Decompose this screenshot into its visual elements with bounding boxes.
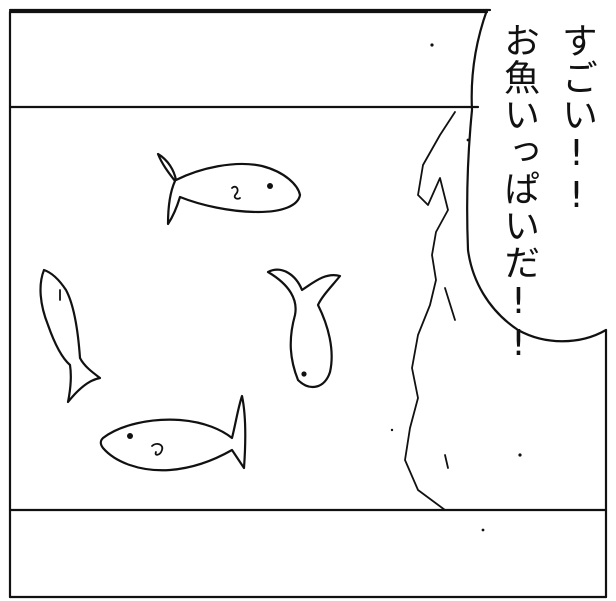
speech-text-line-2: お魚いっぱいだ!!	[498, 22, 539, 365]
speck	[518, 453, 522, 457]
fish-icon	[266, 268, 342, 389]
speck	[481, 528, 485, 532]
fish-icon	[156, 152, 302, 226]
fish-icon	[39, 268, 102, 404]
speck	[466, 138, 470, 142]
rock-speck	[444, 454, 449, 469]
speck	[390, 428, 394, 432]
speech-text-line-1: すごい!!	[556, 22, 597, 217]
rock-crack	[444, 287, 456, 321]
speech-bubble-outline	[466, 8, 608, 343]
fish-icon	[99, 394, 247, 472]
tank-rock-wall	[404, 111, 456, 511]
speck	[430, 43, 434, 47]
